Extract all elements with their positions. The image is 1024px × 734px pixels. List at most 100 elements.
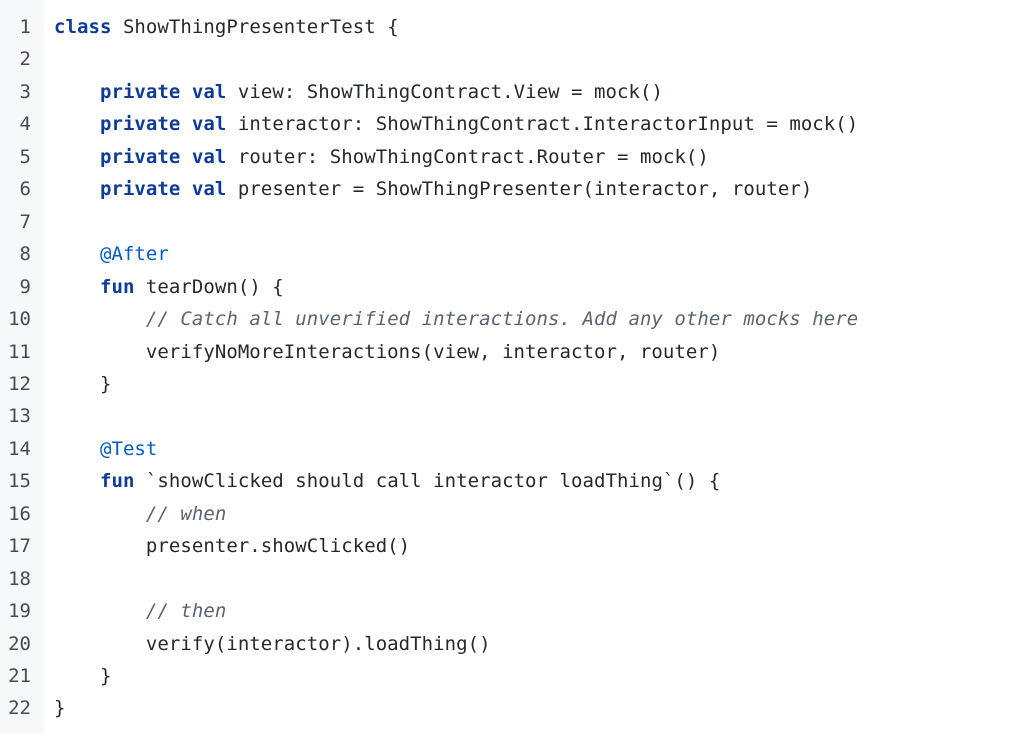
keyword-token: private [99, 80, 181, 103]
code-line: 20 verify(interactor).loadThing() [0, 628, 1024, 660]
keyword-token: fun [99, 470, 135, 493]
code-token [180, 178, 192, 200]
code-token [180, 113, 192, 135]
code-line: 11 verifyNoMoreInteractions(view, intera… [0, 336, 1024, 368]
line-text: fun tearDown() { [54, 276, 284, 298]
code-line: 3 private val view: ShowThingContract.Vi… [0, 76, 1024, 108]
line-text: @After [54, 243, 169, 265]
comment-token: // when [145, 502, 227, 525]
code-token: interactor: ShowThingContract.Interactor… [226, 113, 859, 136]
line-number: 20 [8, 632, 31, 655]
line-text: } [54, 665, 111, 687]
code-token [54, 146, 100, 168]
code-line: 19 // then [0, 595, 1024, 627]
line-text: @Test [54, 438, 157, 460]
keyword-token: class [54, 16, 112, 38]
code-token [54, 503, 146, 525]
line-number: 18 [8, 567, 31, 590]
code-token: `showClicked should call interactor load… [134, 470, 721, 493]
line-number: 11 [8, 340, 31, 363]
code-line: 12 } [0, 368, 1024, 400]
line-number: 21 [8, 665, 31, 687]
code-area[interactable] [44, 0, 1024, 734]
code-line: 9 fun tearDown() { [0, 271, 1024, 303]
line-number: 15 [8, 470, 31, 493]
line-text: private val view: ShowThingContract.View… [54, 81, 663, 103]
keyword-token: fun [99, 275, 135, 298]
keyword-token: val [191, 178, 227, 201]
line-number: 5 [19, 145, 31, 168]
code-token [54, 600, 146, 622]
code-token [54, 308, 146, 330]
code-line: 8 @After [0, 238, 1024, 270]
keyword-token: private [99, 178, 181, 201]
code-token: } [54, 372, 112, 395]
line-number: 17 [8, 535, 31, 558]
line-text: class ShowThingPresenterTest { [54, 16, 399, 38]
code-token: verifyNoMoreInteractions(view, interacto… [54, 340, 721, 363]
keyword-token: private [99, 113, 181, 136]
line-number: 1 [19, 16, 31, 38]
line-number: 13 [8, 405, 31, 428]
code-line: 22} [0, 692, 1024, 724]
keyword-token: private [99, 145, 181, 168]
code-line: 17 presenter.showClicked() [0, 530, 1024, 562]
annotation-token: @Test [99, 437, 158, 460]
code-line: 1 class ShowThingPresenterTest { [0, 11, 1024, 43]
code-line: 21 } [0, 660, 1024, 692]
line-text: private val interactor: ShowThingContrac… [54, 113, 858, 135]
line-number-gutter [0, 0, 44, 734]
keyword-token: val [191, 113, 227, 136]
code-line: 15 fun `showClicked should call interact… [0, 465, 1024, 497]
code-token [54, 113, 100, 135]
line-text: verify(interactor).loadThing() [54, 633, 491, 655]
code-token: presenter = ShowThingPresenter(interacto… [226, 178, 813, 201]
code-token [54, 81, 100, 103]
line-text: } [54, 697, 66, 719]
code-token: router: ShowThingContract.Router = mock(… [226, 145, 709, 168]
line-text: // Catch all unverified interactions. Ad… [54, 308, 858, 330]
line-text: fun `showClicked should call interactor … [54, 470, 720, 492]
line-number: 4 [19, 113, 31, 136]
line-text: // when [54, 503, 226, 525]
line-number: 3 [19, 80, 31, 103]
line-number: 10 [8, 308, 31, 331]
line-text: verifyNoMoreInteractions(view, interacto… [54, 341, 720, 363]
code-token [54, 438, 100, 460]
code-token [54, 470, 100, 492]
code-line: 4 private val interactor: ShowThingContr… [0, 108, 1024, 140]
line-number: 19 [8, 600, 31, 623]
code-line: 2 [0, 43, 1024, 75]
comment-token: // then [145, 600, 227, 623]
code-token: ShowThingPresenterTest { [111, 16, 399, 38]
code-token: tearDown() { [134, 275, 284, 298]
line-number: 22 [8, 697, 31, 720]
code-token [54, 276, 100, 298]
line-number: 9 [19, 275, 31, 298]
code-token: view: ShowThingContract.View = mock() [226, 80, 663, 103]
code-line: 5 private val router: ShowThingContract.… [0, 141, 1024, 173]
code-line: 10 // Catch all unverified interactions.… [0, 303, 1024, 335]
code-token: } [54, 665, 112, 687]
keyword-token: val [191, 80, 227, 103]
code-line: 18 [0, 563, 1024, 595]
code-line: 14 @Test [0, 433, 1024, 465]
line-number: 12 [8, 372, 31, 395]
code-token: } [54, 697, 66, 720]
line-number: 6 [19, 178, 31, 201]
line-number: 14 [8, 437, 31, 460]
code-line: 7 [0, 206, 1024, 238]
comment-token: // Catch all unverified interactions. Ad… [145, 308, 859, 331]
line-text: private val presenter = ShowThingPresent… [54, 178, 812, 200]
code-token: verify(interactor).loadThing() [54, 632, 491, 655]
line-number: 7 [19, 210, 31, 233]
code-token [180, 81, 192, 103]
line-text: } [54, 373, 111, 395]
annotation-token: @After [99, 243, 169, 266]
code-token [54, 243, 100, 265]
code-token: presenter.showClicked() [54, 535, 411, 558]
line-text: private val router: ShowThingContract.Ro… [54, 146, 709, 168]
code-token [180, 146, 192, 168]
code-line: 16 // when [0, 498, 1024, 530]
code-line: 6 private val presenter = ShowThingPrese… [0, 173, 1024, 205]
